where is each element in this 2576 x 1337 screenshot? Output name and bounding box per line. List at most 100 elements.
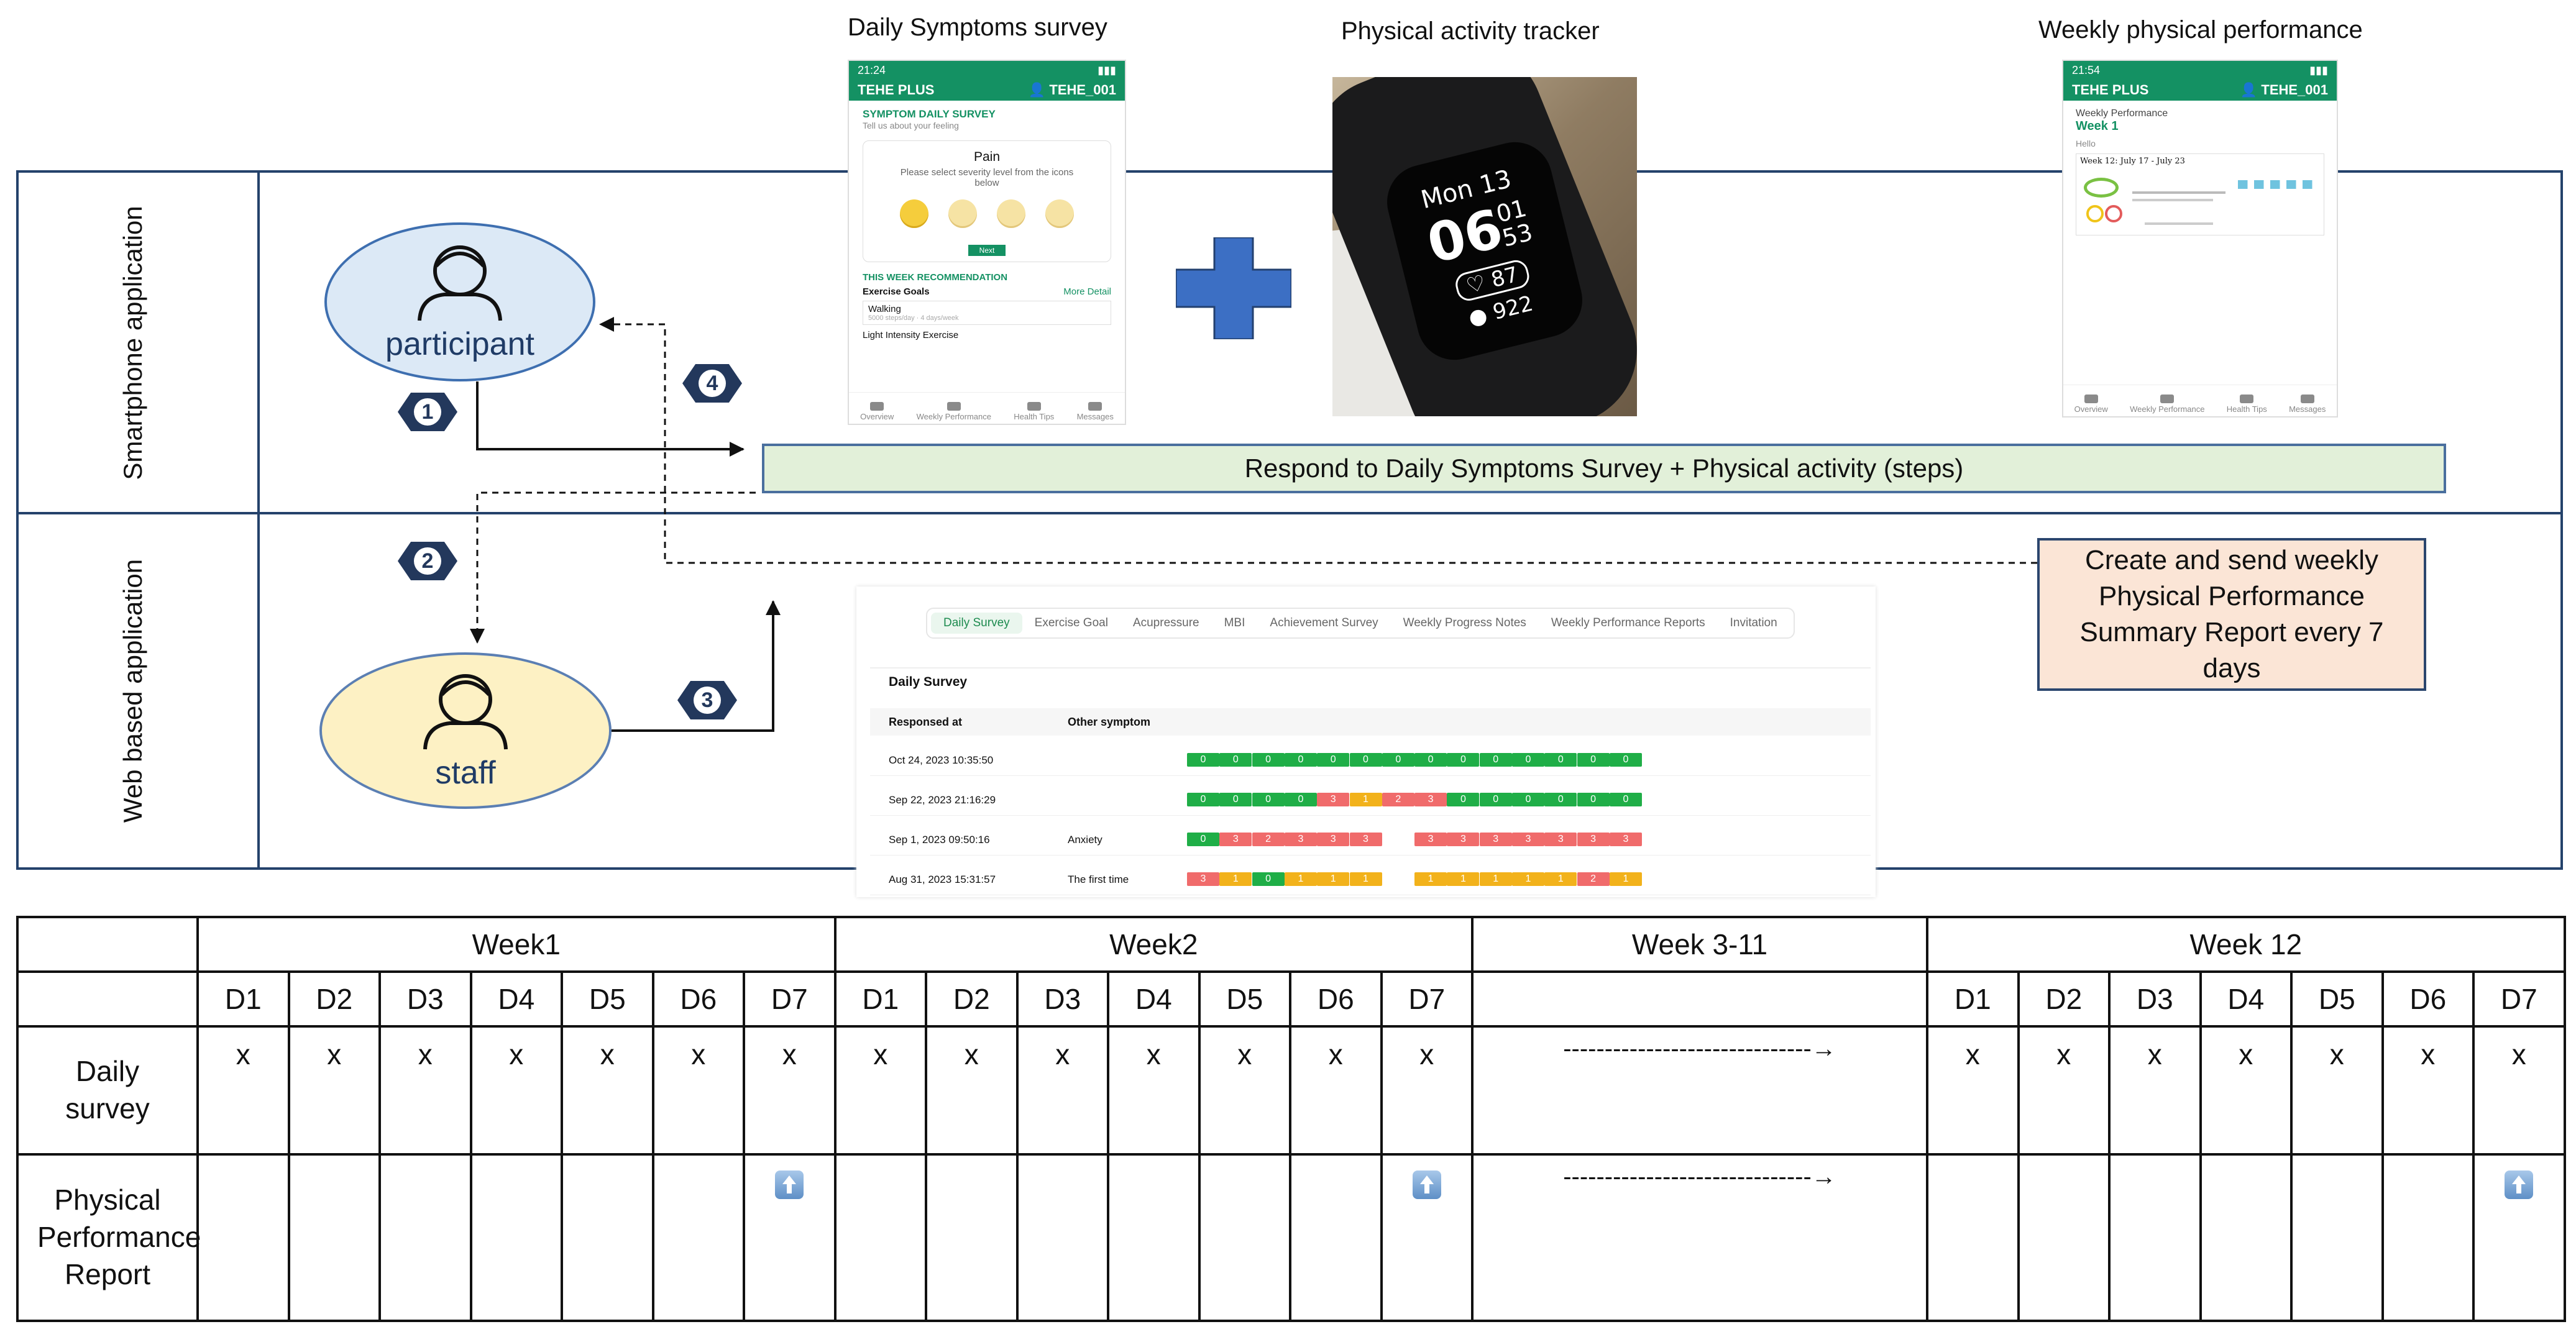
severity-cell: 0 <box>1252 753 1285 767</box>
severity-cell: 3 <box>1609 833 1642 846</box>
report-thumbnail[interactable]: Week 12: July 17 - July 23 <box>2076 153 2324 235</box>
severity-cell: 0 <box>1219 793 1252 806</box>
nav-overview[interactable]: Overview <box>860 402 894 421</box>
day-header: D2 <box>925 970 1019 1028</box>
tab-0[interactable]: Daily Survey <box>931 613 1022 634</box>
tab-6[interactable]: Weekly Performance Reports <box>1551 616 1705 629</box>
severity-cell: 3 <box>1187 872 1219 886</box>
daily-symptoms-label: Daily Symptoms survey <box>848 14 1107 41</box>
severity-cell: 0 <box>1609 753 1642 767</box>
survey-mark: x <box>2290 1025 2384 1156</box>
week-header: Week 3-11 <box>1471 916 1928 973</box>
row-date: Oct 24, 2023 10:35:50 <box>889 754 994 766</box>
weekly-performance-label: Weekly physical performance <box>2038 16 2363 43</box>
day-header: D4 <box>2199 970 2293 1028</box>
severity-cell: 0 <box>1512 753 1544 767</box>
upload-icon[interactable] <box>2505 1170 2534 1199</box>
survey-mark: x <box>833 1025 927 1156</box>
survey-mark: x <box>2108 1025 2202 1156</box>
severity-cell: 1 <box>1609 872 1642 886</box>
row-daily-label: Daily survey <box>16 1025 199 1156</box>
step-2-badge: 2 <box>398 542 457 580</box>
upload-icon[interactable] <box>775 1170 804 1199</box>
nav-health[interactable]: Health Tips <box>1014 402 1054 421</box>
severity-cell: 1 <box>1317 872 1350 886</box>
severity-cell: 2 <box>1577 872 1610 886</box>
more-detail-link[interactable]: More Detail <box>1063 286 1111 297</box>
rec-title: THIS WEEK RECOMMENDATION <box>863 272 1008 283</box>
dashboard-tabs: Daily Survey Exercise Goal Acupressure MBI A… <box>926 608 1795 639</box>
severity-cell: 0 <box>1414 753 1447 767</box>
tab-5[interactable]: Weekly Progress Notes <box>1403 616 1526 629</box>
row-date: Sep 1, 2023 09:50:16 <box>889 834 990 846</box>
crying-emoji-icon[interactable] <box>1045 199 1074 228</box>
severity-cell: 1 <box>1447 872 1480 886</box>
survey-mark: x <box>196 1025 290 1156</box>
report-cell <box>743 1153 837 1322</box>
severity-cell: 1 <box>1284 872 1317 886</box>
person-icon <box>418 245 502 321</box>
nav-overview[interactable]: Overview <box>2074 395 2108 414</box>
day-header: D7 <box>743 970 837 1028</box>
participant-label: participant <box>385 326 534 362</box>
nav-weekly[interactable]: Weekly Performance <box>2130 395 2205 414</box>
week-header: Week2 <box>833 916 1474 973</box>
phone-nav: Overview Weekly Performance Health Tips … <box>2063 385 2337 416</box>
participant-actor: participant <box>324 222 595 381</box>
nav-messages[interactable]: Messages <box>2289 395 2326 414</box>
upload-icon[interactable] <box>1412 1170 1441 1199</box>
tab-4[interactable]: Achievement Survey <box>1270 616 1378 629</box>
severity-cell: 0 <box>1187 793 1219 806</box>
severity-cell: 0 <box>1219 753 1252 767</box>
light-exercise: Light Intensity Exercise <box>863 330 959 340</box>
severity-cell: 3 <box>1219 833 1252 846</box>
neutral-emoji-icon[interactable] <box>948 199 977 228</box>
severity-cell: 0 <box>1447 753 1480 767</box>
severity-cell: 3 <box>1349 833 1382 846</box>
pain-title: Pain <box>973 150 1001 164</box>
tab-3[interactable]: MBI <box>1224 616 1245 629</box>
day-header: D6 <box>651 970 745 1028</box>
arrow-step-1 <box>476 381 745 457</box>
severity-cell: 1 <box>1544 872 1577 886</box>
next-button[interactable]: Next <box>968 245 1006 256</box>
day-header: D3 <box>378 970 472 1028</box>
week-label: Week 1 <box>2076 119 2119 133</box>
survey-mark: x <box>2017 1025 2111 1156</box>
nav-messages[interactable]: Messages <box>1077 402 1114 421</box>
severity-cell: 0 <box>1252 872 1285 886</box>
exercise-goals: Exercise Goals <box>863 286 930 297</box>
nav-health[interactable]: Health Tips <box>2227 395 2267 414</box>
severity-cell: 3 <box>1414 833 1447 846</box>
day-header: D1 <box>833 970 927 1028</box>
sad-emoji-icon[interactable] <box>997 199 1025 228</box>
severity-cell: 0 <box>1577 753 1610 767</box>
survey-mark: x <box>1926 1025 2020 1156</box>
severity-cell: 0 <box>1479 753 1512 767</box>
user-chip: 👤 TEHE_001 <box>1028 82 1116 98</box>
tab-2[interactable]: Acupressure <box>1132 616 1199 629</box>
severity-cell: 3 <box>1544 833 1577 846</box>
nav-weekly[interactable]: Weekly Performance <box>917 402 991 421</box>
day-header: D5 <box>1198 970 1291 1028</box>
tab-1[interactable]: Exercise Goal <box>1034 616 1108 629</box>
severity-cell: 0 <box>1577 793 1610 806</box>
happy-emoji-icon[interactable] <box>900 199 928 228</box>
severity-cell: 2 <box>1252 833 1285 846</box>
severity-cell: 3 <box>1317 793 1350 806</box>
walking-sub: 5000 steps/day · 4 days/week <box>868 314 959 322</box>
severity-cell: 0 <box>1317 753 1350 767</box>
day-header: D7 <box>2472 970 2566 1028</box>
severity-cell: 1 <box>1414 872 1447 886</box>
severity-cell: 0 <box>1609 793 1642 806</box>
survey-sub: Tell us about your feeling <box>863 121 959 130</box>
survey-mark: x <box>469 1025 563 1156</box>
continuation-arrow: ------------------------------→ <box>1471 1153 1928 1322</box>
arrow-step-3 <box>612 600 781 732</box>
severity-cell: 3 <box>1479 833 1512 846</box>
day-header: D6 <box>2381 970 2475 1028</box>
day-header: D1 <box>196 970 290 1028</box>
tab-7[interactable]: Invitation <box>1730 616 1777 629</box>
emoji-row[interactable] <box>868 199 1106 231</box>
